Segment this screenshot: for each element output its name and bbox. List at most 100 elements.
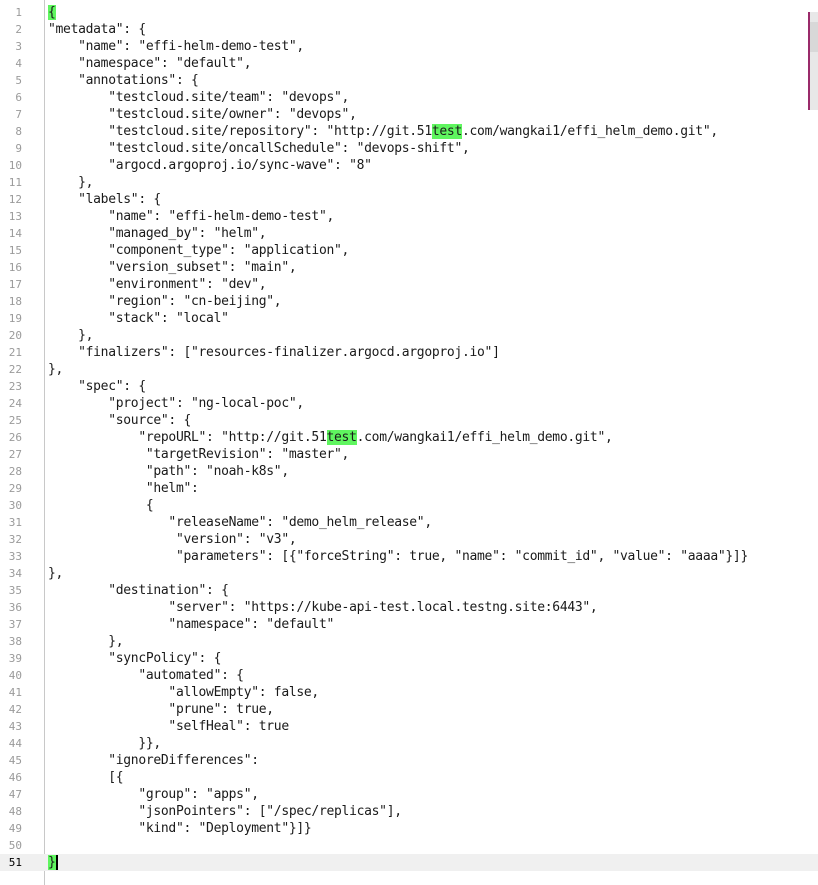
overview-ruler-thumb[interactable] bbox=[810, 22, 818, 52]
code-line[interactable]: 18 "region": "cn-beijing", bbox=[0, 293, 818, 310]
code-line[interactable]: 11 }, bbox=[0, 174, 818, 191]
line-number: 5 bbox=[15, 74, 22, 87]
code-line[interactable]: 31 "releaseName": "demo_helm_release", bbox=[0, 514, 818, 531]
code-line[interactable]: 8 "testcloud.site/repository": "http://g… bbox=[0, 123, 818, 140]
code-line[interactable]: 19 "stack": "local" bbox=[0, 310, 818, 327]
code-lines[interactable]: 1{2"metadata": {3 "name": "effi-helm-dem… bbox=[0, 4, 818, 871]
code-line[interactable]: 49 "kind": "Deployment"}]} bbox=[0, 820, 818, 837]
line-number: 23 bbox=[8, 380, 22, 393]
line-text: "testcloud.site/oncallSchedule": "devops… bbox=[48, 141, 470, 156]
line-text: "region": "cn-beijing", bbox=[48, 294, 282, 309]
code-line[interactable]: 28 "path": "noah-k8s", bbox=[0, 463, 818, 480]
overview-ruler[interactable] bbox=[808, 12, 818, 110]
code-line[interactable]: 21 "finalizers": ["resources-finalizer.a… bbox=[0, 344, 818, 361]
line-number: 33 bbox=[8, 550, 22, 563]
code-line[interactable]: 15 "component_type": "application", bbox=[0, 242, 818, 259]
line-text: }, bbox=[48, 566, 64, 581]
code-line[interactable]: 4 "namespace": "default", bbox=[0, 55, 818, 72]
line-text: "version": "v3", bbox=[48, 532, 297, 547]
code-line[interactable]: 27 "targetRevision": "master", bbox=[0, 446, 818, 463]
line-text: }, bbox=[48, 175, 94, 190]
line-number: 17 bbox=[8, 278, 22, 291]
line-number: 4 bbox=[15, 57, 22, 70]
code-line[interactable]: 29 "helm": bbox=[0, 480, 818, 497]
line-number: 6 bbox=[15, 91, 22, 104]
line-number: 46 bbox=[8, 771, 22, 784]
line-number: 48 bbox=[8, 805, 22, 818]
line-number: 37 bbox=[8, 618, 22, 631]
code-line[interactable]: 1{ bbox=[0, 4, 818, 21]
line-text: "testcloud.site/owner": "devops", bbox=[48, 107, 357, 122]
code-line[interactable]: 5 "annotations": { bbox=[0, 72, 818, 89]
line-text: "destination": { bbox=[48, 583, 229, 598]
code-line[interactable]: 3 "name": "effi-helm-demo-test", bbox=[0, 38, 818, 55]
line-text: "testcloud.site/team": "devops", bbox=[48, 90, 350, 105]
line-number: 42 bbox=[8, 703, 22, 716]
code-line[interactable]: 34}, bbox=[0, 565, 818, 582]
line-number: 41 bbox=[8, 686, 22, 699]
code-line[interactable]: 22}, bbox=[0, 361, 818, 378]
code-line[interactable]: 47 "group": "apps", bbox=[0, 786, 818, 803]
code-line[interactable]: 10 "argocd.argoproj.io/sync-wave": "8" bbox=[0, 157, 818, 174]
line-text: "releaseName": "demo_helm_release", bbox=[48, 515, 432, 530]
line-text: "annotations": { bbox=[48, 73, 199, 88]
line-text: "name": "effi-helm-demo-test", bbox=[48, 209, 335, 224]
line-number: 26 bbox=[8, 431, 22, 444]
search-highlight: test bbox=[431, 124, 462, 139]
code-line[interactable]: 6 "testcloud.site/team": "devops", bbox=[0, 89, 818, 106]
line-number: 39 bbox=[8, 652, 22, 665]
line-number: 8 bbox=[15, 125, 22, 138]
code-line[interactable]: 40 "automated": { bbox=[0, 667, 818, 684]
line-text: "testcloud.site/repository": "http://git… bbox=[48, 124, 718, 139]
line-number: 31 bbox=[8, 516, 22, 529]
line-number: 10 bbox=[8, 159, 22, 172]
line-text: "stack": "local" bbox=[48, 311, 229, 326]
code-line[interactable]: 38 }, bbox=[0, 633, 818, 650]
code-line[interactable]: 13 "name": "effi-helm-demo-test", bbox=[0, 208, 818, 225]
code-line[interactable]: 46 [{ bbox=[0, 769, 818, 786]
code-line[interactable]: 50 bbox=[0, 837, 818, 854]
line-number: 43 bbox=[8, 720, 22, 733]
line-text: "automated": { bbox=[48, 668, 244, 683]
code-line[interactable]: 30 { bbox=[0, 497, 818, 514]
line-text: "kind": "Deployment"}]} bbox=[48, 821, 312, 836]
code-line[interactable]: 23 "spec": { bbox=[0, 378, 818, 395]
code-line[interactable]: 26 "repoURL": "http://git.51test.com/wan… bbox=[0, 429, 818, 446]
code-line[interactable]: 12 "labels": { bbox=[0, 191, 818, 208]
line-number: 13 bbox=[8, 210, 22, 223]
code-line[interactable]: 25 "source": { bbox=[0, 412, 818, 429]
line-text: "prune": true, bbox=[48, 702, 274, 717]
code-line[interactable]: 36 "server": "https://kube-api-test.loca… bbox=[0, 599, 818, 616]
code-line[interactable]: 51} bbox=[0, 854, 818, 871]
code-line[interactable]: 9 "testcloud.site/oncallSchedule": "devo… bbox=[0, 140, 818, 157]
code-line[interactable]: 37 "namespace": "default" bbox=[0, 616, 818, 633]
line-number: 45 bbox=[8, 754, 22, 767]
code-line[interactable]: 24 "project": "ng-local-poc", bbox=[0, 395, 818, 412]
code-line[interactable]: 33 "parameters": [{"forceString": true, … bbox=[0, 548, 818, 565]
code-line[interactable]: 43 "selfHeal": true bbox=[0, 718, 818, 735]
code-line[interactable]: 2"metadata": { bbox=[0, 21, 818, 38]
code-line[interactable]: 45 "ignoreDifferences": bbox=[0, 752, 818, 769]
code-line[interactable]: 7 "testcloud.site/owner": "devops", bbox=[0, 106, 818, 123]
code-line[interactable]: 42 "prune": true, bbox=[0, 701, 818, 718]
line-number: 51 bbox=[8, 856, 22, 869]
code-line[interactable]: 44 }}, bbox=[0, 735, 818, 752]
code-line[interactable]: 41 "allowEmpty": false, bbox=[0, 684, 818, 701]
line-text: "helm": bbox=[48, 481, 199, 496]
code-line[interactable]: 32 "version": "v3", bbox=[0, 531, 818, 548]
code-line[interactable]: 17 "environment": "dev", bbox=[0, 276, 818, 293]
line-number: 49 bbox=[8, 822, 22, 835]
code-line[interactable]: 35 "destination": { bbox=[0, 582, 818, 599]
line-text: "syncPolicy": { bbox=[48, 651, 222, 666]
code-line[interactable]: 48 "jsonPointers": ["/spec/replicas"], bbox=[0, 803, 818, 820]
line-text: }}, bbox=[48, 736, 161, 751]
line-number: 14 bbox=[8, 227, 22, 240]
line-text: "environment": "dev", bbox=[48, 277, 267, 292]
line-text: "source": { bbox=[48, 413, 192, 428]
code-line[interactable]: 39 "syncPolicy": { bbox=[0, 650, 818, 667]
line-number: 1 bbox=[15, 6, 22, 19]
code-line[interactable]: 14 "managed_by": "helm", bbox=[0, 225, 818, 242]
code-line[interactable]: 16 "version_subset": "main", bbox=[0, 259, 818, 276]
code-line[interactable]: 20 }, bbox=[0, 327, 818, 344]
